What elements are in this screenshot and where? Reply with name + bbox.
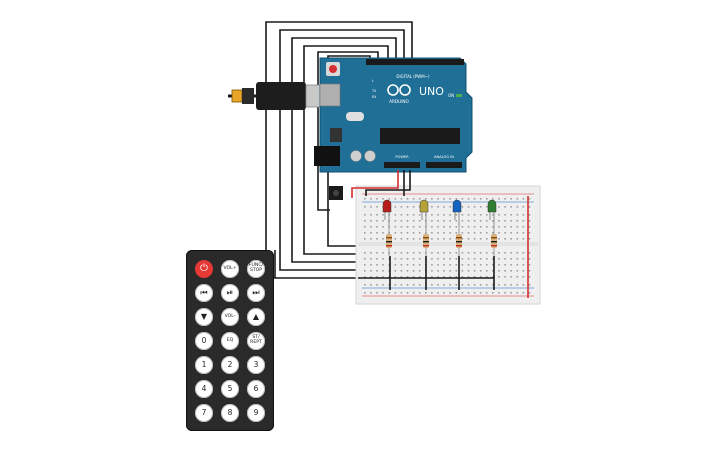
remote-button-one[interactable]: 1: [195, 356, 213, 374]
arduino-board[interactable]: DIGITAL (PWM~) ARDUINO UNO ON TX RX L PO…: [314, 57, 473, 173]
remote-button-prev[interactable]: ⏮: [195, 284, 213, 302]
usb-port: [319, 83, 341, 107]
leds: [382, 199, 497, 226]
ground-wires: [358, 170, 495, 290]
resistor-2: [423, 226, 429, 256]
remote-button-st-rept[interactable]: ST/ REPT: [247, 332, 265, 350]
on-led: [456, 94, 462, 97]
crystal-oscillator: [346, 112, 364, 121]
remote-button-seven[interactable]: 7: [195, 404, 213, 422]
remote-button-up[interactable]: ▲: [247, 308, 265, 326]
remote-button-next[interactable]: ⏭: [247, 284, 265, 302]
analog-header: [426, 162, 462, 168]
tx-label: TX: [371, 89, 377, 93]
wire-1: [265, 21, 413, 279]
remote-button-eq[interactable]: EQ: [221, 332, 239, 350]
ir-receiver[interactable]: [329, 186, 343, 200]
digital-label: DIGITAL (PWM~): [396, 74, 430, 79]
led-blue[interactable]: [452, 199, 462, 226]
microcontroller-chip: [380, 128, 460, 144]
remote-button-zero[interactable]: 0: [195, 332, 213, 350]
led-yellow[interactable]: [419, 199, 429, 226]
breadboard-holes: [364, 198, 531, 294]
remote-button-vol-up[interactable]: VOL+: [221, 260, 239, 278]
power-wires: [351, 170, 529, 298]
remote-button-three[interactable]: 3: [247, 356, 265, 374]
remote-button-power[interactable]: ⏻: [195, 260, 213, 278]
led-green[interactable]: [487, 199, 497, 226]
remote-button-six[interactable]: 6: [247, 380, 265, 398]
wire-5: [317, 51, 379, 211]
remote-button-eight[interactable]: 8: [221, 404, 239, 422]
capacitor-2: [364, 150, 376, 162]
led-red[interactable]: [382, 199, 392, 226]
wire-6: [327, 55, 371, 247]
usb-connector-collar: [242, 88, 254, 104]
on-label: ON: [448, 93, 454, 98]
usb-plug-metal: [305, 84, 321, 108]
rx-label: RX: [372, 95, 377, 99]
wire-gnd-2: [365, 170, 411, 196]
resistors: [386, 226, 497, 256]
arduino-model: UNO: [419, 85, 444, 98]
capacitor-1: [350, 150, 362, 162]
remote-button-five[interactable]: 5: [221, 380, 239, 398]
remote-button-func-stop[interactable]: FUNC/ STOP: [247, 260, 265, 278]
power-header: [384, 162, 420, 168]
usb-cable: [228, 82, 321, 110]
voltage-regulator: [330, 128, 342, 142]
remote-button-down[interactable]: ▼: [195, 308, 213, 326]
usb-connector-tip: [231, 89, 243, 103]
usb-plug: [256, 82, 306, 110]
remote-button-two[interactable]: 2: [221, 356, 239, 374]
analog-label: ANALOG IN: [434, 155, 454, 159]
remote-button-vol-down[interactable]: VOL-: [221, 308, 239, 326]
l-label: L: [372, 79, 374, 83]
resistor-4: [491, 226, 497, 256]
breadboard-center-gap: [358, 242, 538, 246]
resistor-1: [386, 226, 392, 256]
arduino-brand: ARDUINO: [389, 99, 409, 104]
digital-header: [366, 59, 464, 65]
dc-power-jack: [314, 146, 340, 166]
power-label: POWER: [395, 155, 409, 159]
wire-5v: [351, 170, 399, 198]
resistor-3: [456, 226, 462, 256]
wire-3: [291, 37, 462, 263]
remote-button-nine[interactable]: 9: [247, 404, 265, 422]
remote-button-four[interactable]: 4: [195, 380, 213, 398]
remote-button-play-pause[interactable]: ⏯: [221, 284, 239, 302]
reset-button-cap[interactable]: [329, 65, 337, 73]
arduino-logo-icon: [387, 84, 411, 96]
wire-2: [279, 29, 430, 271]
